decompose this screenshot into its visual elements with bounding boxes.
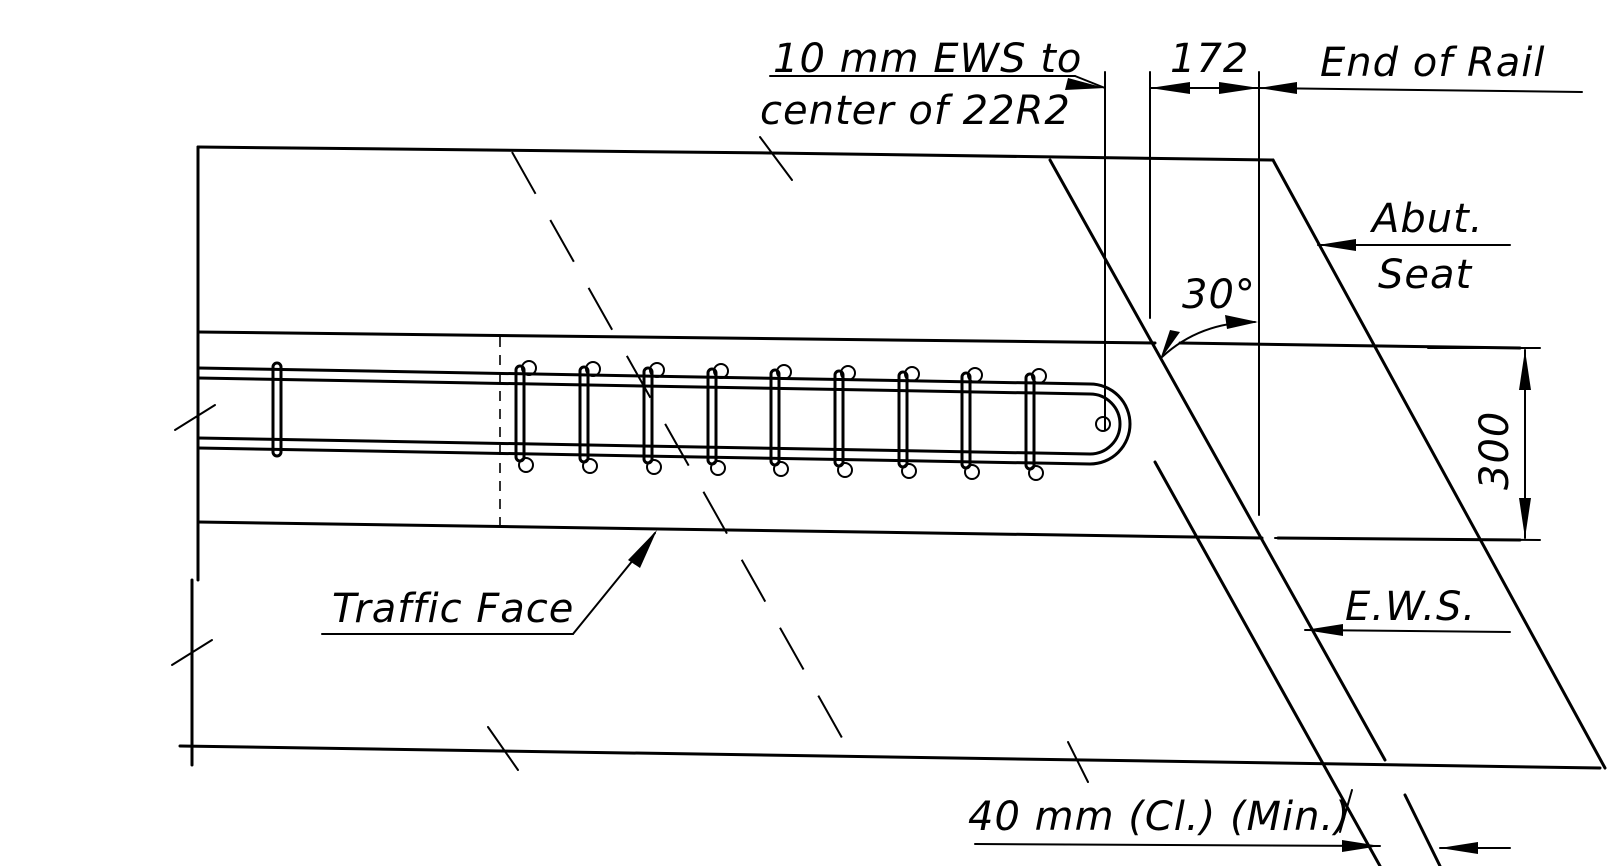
clearance-label: 40 mm (Cl.) (Min.) [968,794,1351,840]
slab-outline [171,136,1602,783]
end-of-rail-label: End of Rail [1320,40,1546,86]
ews-short-label: E.W.S. [1345,584,1476,630]
ews-label-line1: 10 mm EWS to [773,36,1082,82]
dimension-172: 172 [1170,36,1249,82]
stirrups [514,360,1047,481]
rail-outline [196,330,1522,542]
traffic-face-label: Traffic Face [332,586,574,632]
dimension-300: 300 [1472,411,1518,490]
abut-label-line2: Seat [1378,252,1473,298]
dimension-lines [321,71,1583,854]
abut-label-line1: Abut. [1369,196,1484,242]
ews-label-line2: center of 22R2 [760,88,1071,134]
angle-label: 30° [1182,272,1256,318]
rebar-cage [196,360,1132,481]
labels: 10 mm EWS to center of 22R2 172 End of R… [332,36,1546,840]
